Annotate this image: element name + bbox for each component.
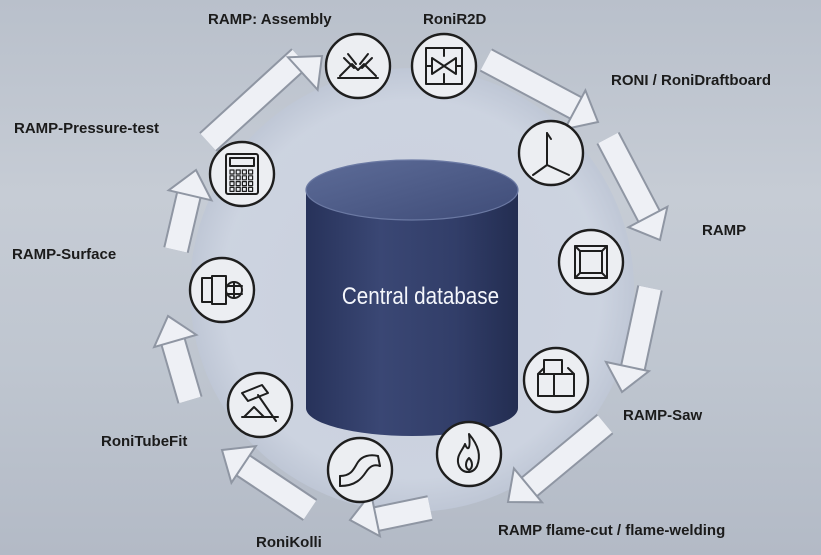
node-ronir2d — [410, 32, 478, 100]
node-circle — [324, 32, 392, 100]
label-ramp: RAMP — [702, 222, 747, 239]
cycle-arrows — [152, 48, 669, 539]
cycle-arrow — [163, 168, 214, 253]
bent-pipe-icon — [339, 454, 381, 487]
cycle-arrow — [479, 48, 600, 131]
node-roni-draftboard — [517, 119, 585, 187]
cycle-arrow — [506, 414, 614, 504]
hammer-icon — [241, 384, 279, 422]
label-roni-draftboard: RONI / RoniDraftboard — [611, 72, 771, 89]
cycle-arrow — [152, 314, 203, 404]
label-ramp-flame: RAMP flame-cut / flame-welding — [498, 522, 726, 539]
node-ronitubefit — [226, 371, 294, 439]
node-ramp-saw — [522, 346, 590, 414]
node-circle — [226, 371, 294, 439]
label-ronikolli: RoniKolli — [256, 534, 322, 551]
label-ronir2d: RoniR2D — [423, 11, 487, 28]
label-ramp-surface: RAMP-Surface — [12, 246, 117, 263]
node-circle — [188, 256, 256, 324]
square-frame-icon — [574, 245, 608, 279]
label-ramp-pressure-test: RAMP-Pressure-test — [14, 120, 160, 137]
node-circle — [517, 119, 585, 187]
label-ramp-saw: RAMP-Saw — [623, 407, 703, 424]
label-ramp-assembly: RAMP: Assembly — [208, 11, 332, 28]
cycle-arrow — [596, 131, 669, 242]
node-ramp-pressure-test — [208, 140, 276, 208]
calculator-icon — [225, 153, 259, 195]
cycle-arrow — [604, 285, 663, 394]
welding-seam-icon — [337, 53, 379, 79]
label-ronitubefit: RoniTubeFit — [101, 433, 188, 450]
node-ramp — [557, 228, 625, 296]
cycle-arrow — [348, 490, 433, 539]
node-circle — [557, 228, 625, 296]
central-database-cylinder — [305, 159, 519, 436]
flame-icon — [456, 433, 480, 473]
node-circle — [435, 420, 503, 488]
node-ramp-assembly — [324, 32, 392, 100]
cycle-arrow — [199, 48, 324, 152]
central-database-label: Central database — [341, 283, 500, 310]
node-ronikolli — [326, 436, 394, 504]
valve-schematic-icon — [425, 47, 463, 85]
3d-axes-icon — [532, 132, 570, 176]
surface-roller-icon — [201, 275, 243, 305]
cycle-nodes — [188, 32, 625, 504]
node-circle — [522, 346, 590, 414]
node-ramp-flame — [435, 420, 503, 488]
cycle-arrow — [220, 444, 318, 521]
stacked-blocks-icon — [537, 359, 575, 397]
node-ramp-surface — [188, 256, 256, 324]
node-circle — [326, 436, 394, 504]
